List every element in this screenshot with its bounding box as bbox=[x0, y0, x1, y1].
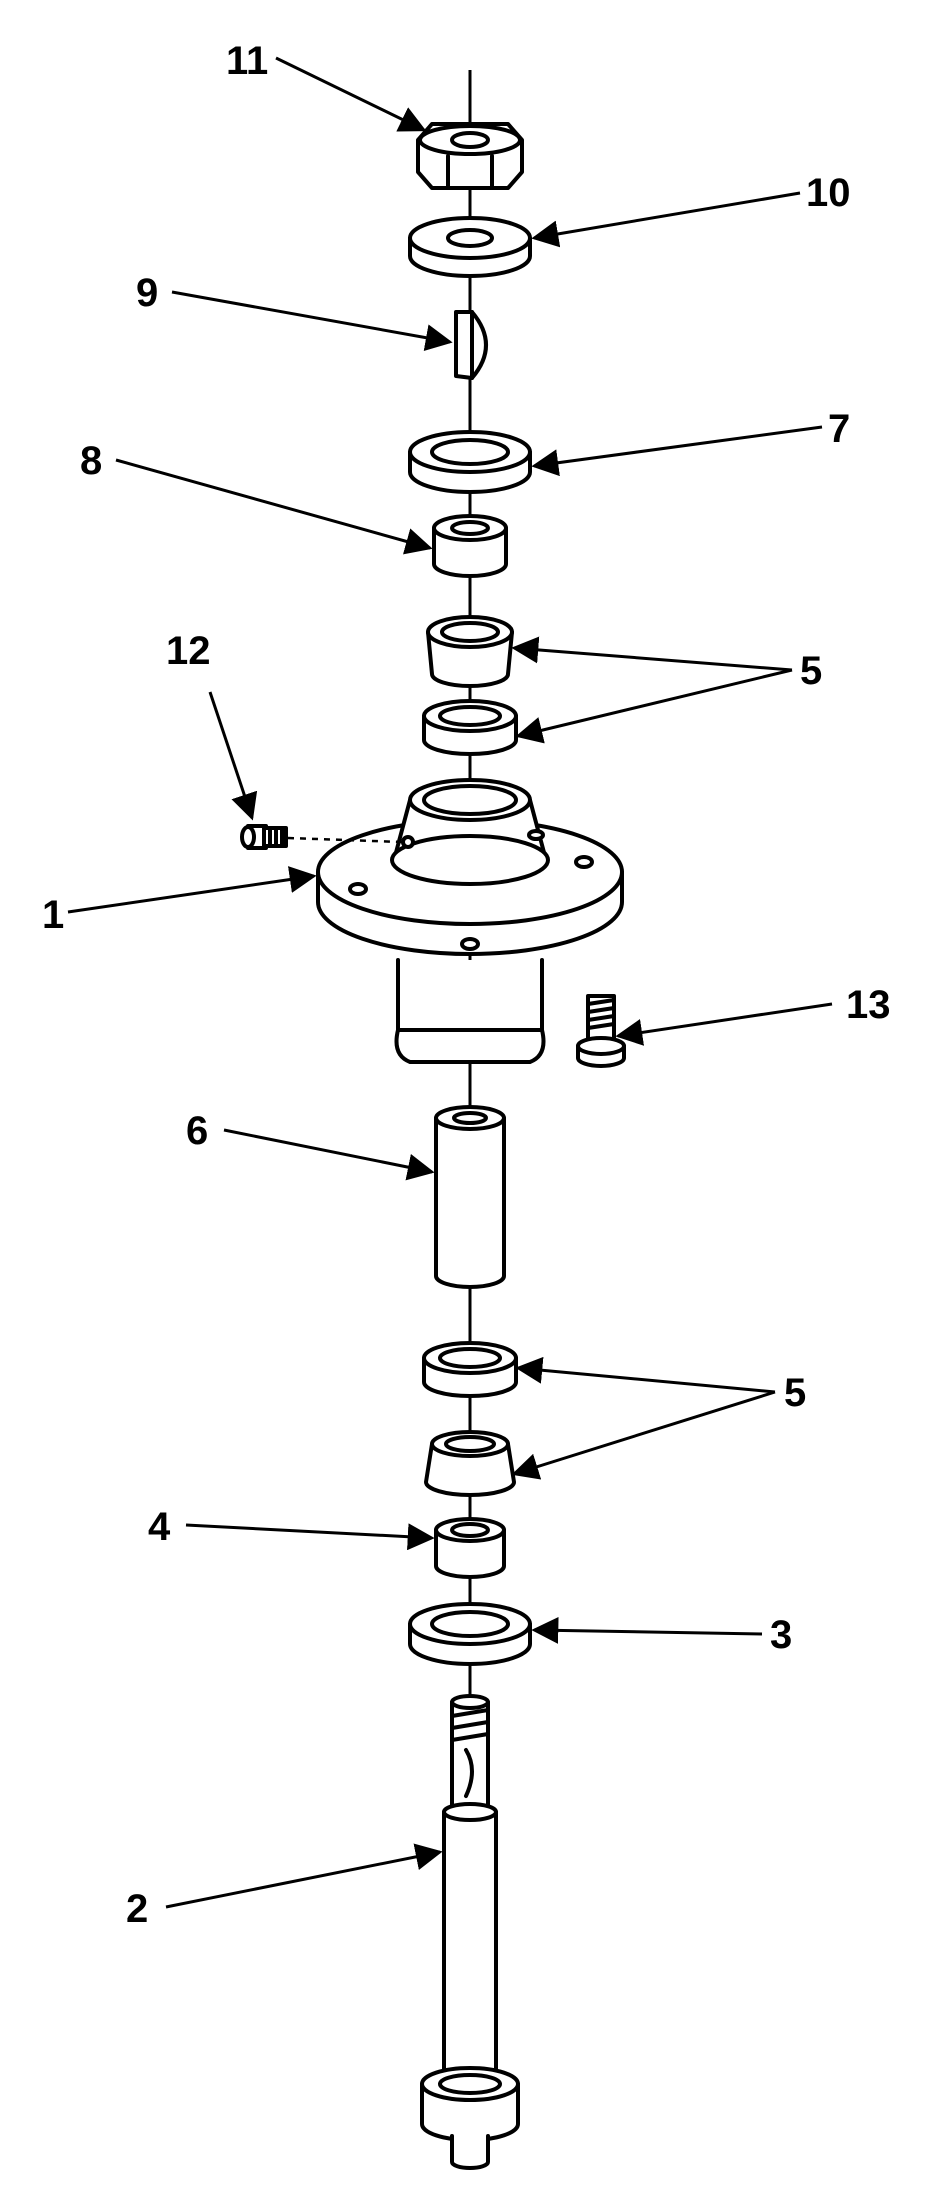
hex-nut bbox=[416, 122, 524, 190]
callout-7: 7 bbox=[828, 407, 850, 451]
grease-fitting bbox=[240, 824, 288, 850]
seal bbox=[408, 430, 532, 494]
spindle-shaft bbox=[420, 1694, 520, 2170]
callout-4: 4 bbox=[148, 1505, 171, 1549]
leader-lines bbox=[67, 56, 833, 1909]
bearing-cone-lower-b bbox=[424, 1430, 516, 1497]
callout-3: 3 bbox=[770, 1613, 792, 1657]
callout-2: 2 bbox=[126, 1887, 148, 1931]
callout-13: 13 bbox=[846, 983, 891, 1027]
cap-screw bbox=[576, 994, 626, 1068]
lower-seal bbox=[408, 1602, 532, 1666]
spacer-tube bbox=[434, 1105, 506, 1289]
callout-10: 10 bbox=[806, 171, 851, 215]
spacer bbox=[432, 514, 508, 578]
bearing-cup-upper-a bbox=[426, 615, 514, 688]
callout-labels: 11 10 9 7 8 12 5 1 13 6 5 4 3 2 bbox=[42, 39, 891, 1931]
callout-5-lower: 5 bbox=[784, 1371, 806, 1415]
lower-spacer bbox=[434, 1517, 506, 1579]
bearing-cup-lower-a bbox=[422, 1341, 518, 1398]
callout-6: 6 bbox=[186, 1109, 208, 1153]
callout-11: 11 bbox=[226, 39, 268, 83]
bearing-cone-upper-b bbox=[422, 699, 518, 756]
woodruff-key bbox=[454, 310, 488, 380]
callout-5-upper: 5 bbox=[800, 649, 822, 693]
callout-12: 12 bbox=[166, 629, 211, 673]
flat-washer bbox=[408, 216, 532, 278]
spindle-housing bbox=[316, 778, 624, 1064]
callout-1: 1 bbox=[42, 893, 64, 937]
callout-8: 8 bbox=[80, 439, 102, 483]
callout-9: 9 bbox=[136, 271, 158, 315]
